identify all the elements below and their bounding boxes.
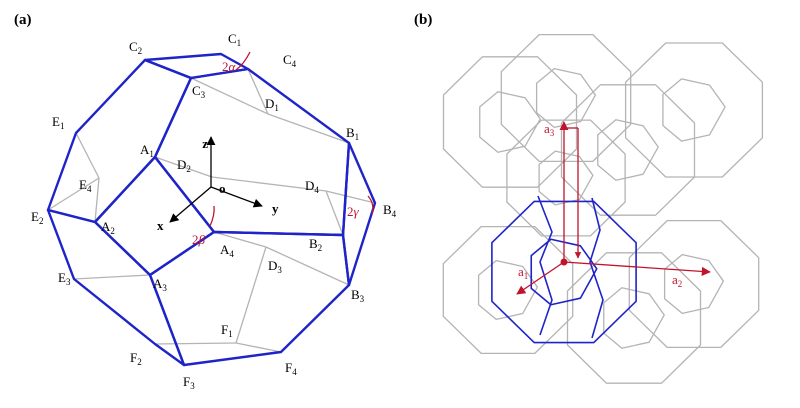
lattice-origin-dot [560,258,568,266]
vertex-labels: C1 C2 C3 C4 D1 D2 D3 D4 E1 E2 E3 E4 A1 A… [31,31,397,391]
lattice-cells [442,33,764,384]
vertex-D1-label: D1 [265,96,279,113]
vertex-B2-label: B2 [309,236,322,253]
hidden-edge [325,190,376,204]
panel-b-label: (b) [414,12,432,28]
hidden-edge [265,246,350,286]
a2-vector [563,261,711,276]
panel-a-label: (a) [14,12,32,28]
vertex-F2-label: F2 [130,350,142,367]
visible-face-outline [93,155,216,277]
a1-vector [516,261,565,295]
highlighted-cell-outline [491,200,637,344]
beta-angle-label: 2β [192,232,206,247]
vertex-A4-label: A4 [220,242,234,259]
x-axis-label: x [157,218,164,233]
gamma-angle-label: 2γ [347,204,360,219]
vertex-A2-label: A2 [101,219,115,236]
lattice-cell-inner [597,119,659,181]
lattice-cell-inner [538,150,594,206]
vertex-D3-label: D3 [268,258,282,275]
vertex-A3-label: A3 [153,276,167,293]
alpha-arc [235,51,251,71]
vertex-E2-label: E2 [31,209,43,226]
visible-face-outline [341,141,377,287]
lattice-cell-inner [603,287,665,349]
hidden-edge [235,246,267,344]
lattice-cell-inner [662,78,726,142]
vertex-C1-label: C1 [228,31,241,48]
beta-arc [209,205,215,227]
vertex-E4-label: E4 [79,177,92,194]
lattice-vectors [516,121,711,295]
lattice-cell-inner [477,259,539,321]
vertex-B3-label: B3 [351,287,365,304]
vertex-F3-label: F3 [183,374,195,391]
a3-label: a3 [544,121,555,138]
hidden-edge [247,68,269,115]
lattice-cell-inner [663,253,725,315]
x-axis [169,186,212,223]
y-axis-label: y [272,201,279,216]
lattice-cell [442,56,578,188]
vertex-E1-label: E1 [52,114,64,131]
hidden-edge [325,190,344,236]
vertex-D2-label: D2 [177,157,191,174]
hidden-edge [73,274,151,280]
gamma-arc [367,195,374,215]
lattice-cell [628,219,760,349]
highlighted-cell-ridge [589,197,604,339]
z-axis-label: z [202,136,208,151]
vertex-C2-label: C2 [129,39,142,56]
vertex-B4-label: B4 [383,202,397,219]
a1-label: a1 [518,264,528,281]
lattice-cell-inner [535,67,597,129]
hidden-edge [235,342,282,353]
angle-arcs [209,51,374,227]
vertex-F1-label: F1 [221,322,233,339]
hidden-edge [75,132,100,179]
hidden-edge [154,156,213,178]
hidden-edge [47,177,100,211]
highlighted-cell-inner [530,238,598,306]
hidden-edge [154,342,237,345]
a2-label: a2 [672,272,682,289]
hidden-edge [190,77,269,115]
alpha-angle-label: 2α [222,59,237,74]
hidden-edge [211,176,327,192]
lattice-cell [506,119,626,237]
lattice-cell [566,252,702,384]
lattice-cell [624,42,764,178]
panel-a: (a) z y x o C1 C2 C3 C4 D1 D2 D3 [14,12,397,391]
highlighted-cell [491,195,637,344]
vertex-A1-label: A1 [140,142,154,159]
lattice-cell [500,33,632,163]
coordinate-axes [169,136,263,223]
origin-label: o [219,181,226,196]
visible-face-outline [46,58,193,224]
vertex-E3-label: E3 [58,270,71,287]
hidden-edge [213,231,267,248]
highlighted-cell-ridge [537,195,553,336]
hidden-edge [267,113,350,144]
y-axis [210,186,263,208]
vertex-D4-label: D4 [305,178,319,195]
visible-edges [46,52,377,367]
panel-b: (b) a3 a2 a1 [414,12,764,384]
lattice-cell-inner [479,91,541,153]
hidden-edge [94,177,100,223]
vertex-C3-label: C3 [192,83,206,100]
vertex-F4-label: F4 [285,360,297,377]
vertex-C4-label: C4 [283,52,297,69]
vertex-B1-label: B1 [346,125,359,142]
lattice-cell [442,225,574,355]
